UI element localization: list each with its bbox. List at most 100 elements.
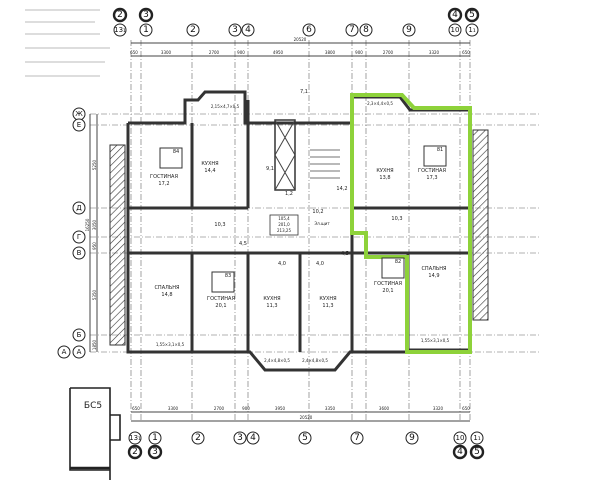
plan-label: 3600 (379, 406, 390, 411)
faded-notes (25, 9, 110, 77)
plan-label: 1,55×3,1×0,5 (156, 342, 185, 347)
plan-label: Г (77, 233, 81, 241)
plan-label: КУХНЯ (201, 161, 218, 167)
plan-label: 2 (195, 433, 201, 443)
plan-label: 84 (173, 149, 179, 155)
plan-label: 3320 (429, 50, 440, 55)
plan-label: 7 (354, 433, 360, 443)
plan-label: 13,8 (379, 175, 390, 181)
plan-label: 7 (349, 25, 355, 35)
top-axis-markers: 2 3 4 5 13₁ 1 2 3 4 6 7 8 9 10 1₁ (112, 7, 480, 37)
plan-label: 3320 (433, 406, 444, 411)
plan-label: 2700 (209, 50, 220, 55)
plan-label: 9 (409, 433, 415, 443)
plan-label: 83 (225, 273, 231, 279)
plan-label: ГОСТИНАЯ (207, 296, 235, 302)
building-walls (109, 90, 489, 372)
plan-label: ГОСТИНАЯ (150, 174, 178, 180)
plan-label: 2,15×4,7×0,5 (211, 104, 240, 109)
plan-label: СПАЛЬНЯ (421, 266, 446, 272)
plan-label: 1₁ (468, 26, 475, 34)
plan-label: 2700 (214, 406, 225, 411)
plan-label: 13₁ (129, 434, 141, 442)
plan-label: А (62, 348, 67, 356)
plan-label: 2,3×4,4×0,5 (367, 101, 393, 106)
plan-label: Д (76, 204, 82, 212)
plan-label: 11,3 (266, 303, 277, 309)
plan-label: 2 (132, 447, 138, 457)
plan-label: 201,0 (278, 222, 290, 227)
plan-label: 5 (469, 10, 475, 20)
plan-label: Е (77, 121, 81, 129)
plan-label: 4 (250, 433, 256, 443)
plan-label: 900 (237, 50, 245, 55)
plan-label: 650 (132, 406, 140, 411)
plan-label: 5 (474, 447, 480, 457)
plan-label: 3 (232, 25, 238, 35)
plan-label: 3950 (275, 406, 286, 411)
row-axis-markers: Ж Е Д Г В Б А А 5250 3050 950 5350 1850 … (57, 107, 98, 359)
plan-label: КУХНЯ (263, 296, 280, 302)
plan-label: 900 (242, 406, 250, 411)
plan-label: 5350 (92, 289, 97, 300)
plan-label: 20,1 (382, 288, 393, 294)
plan-label: 3 (237, 433, 243, 443)
plan-label: 650 (130, 50, 138, 55)
plan-label: А (77, 348, 82, 356)
plan-label: 5250 (92, 159, 97, 170)
plan-label: КУХНЯ (319, 296, 336, 302)
plan-label: 10,3 (214, 222, 225, 228)
plan-label: 900 (355, 50, 363, 55)
plan-label: БС5 (84, 401, 102, 411)
plan-label: 82 (395, 259, 401, 265)
plan-label: ГОСТИНАЯ (374, 281, 402, 287)
plan-label: В (77, 249, 82, 257)
plan-label: 11,3 (322, 303, 333, 309)
plan-label: 14,4 (204, 168, 215, 174)
plan-label: 16250 (85, 218, 90, 231)
plan-label: СПАЛЬНЯ (154, 285, 179, 291)
plan-label: 2 (117, 10, 123, 20)
plan-label: 5 (302, 433, 308, 443)
plan-label: 3 (152, 447, 158, 457)
apartment-tags: 84 81 83 82 (159, 145, 447, 293)
plan-label: 4,0 (278, 261, 286, 267)
plan-label: 6 (306, 25, 312, 35)
plan-label: 4,5 (239, 241, 247, 247)
plan-label: 14,2 (336, 186, 347, 192)
plan-label: 1₁ (473, 434, 480, 442)
plan-label: 2700 (383, 50, 394, 55)
plan-label: 13₁ (114, 26, 126, 34)
plan-label: 8 (363, 25, 369, 35)
plan-label: 9 (406, 25, 412, 35)
plan-label: 20520 (294, 37, 307, 42)
plan-label: 17,3 (426, 175, 437, 181)
plan-label: 4,0 (316, 261, 324, 267)
plan-label: 2 (190, 25, 196, 35)
plan-label: 650 (462, 50, 470, 55)
plan-label: 950 (92, 242, 97, 250)
plan-label: 17,2 (158, 181, 169, 187)
plan-label: 3 (143, 10, 149, 20)
plan-label: 10,3 (391, 216, 402, 222)
plan-label: 81 (437, 147, 443, 153)
plan-label: 4 (245, 25, 251, 35)
plan-label: 213,25 (277, 228, 291, 233)
plan-label: 3050 (92, 219, 97, 230)
plan-label: 105,4 (278, 216, 290, 221)
plan-label: 1 (143, 25, 149, 35)
top-dimensions: 20520 650 3300 2700 900 4950 3800 900 27… (130, 37, 470, 57)
plan-label: 4,5 (341, 251, 349, 257)
